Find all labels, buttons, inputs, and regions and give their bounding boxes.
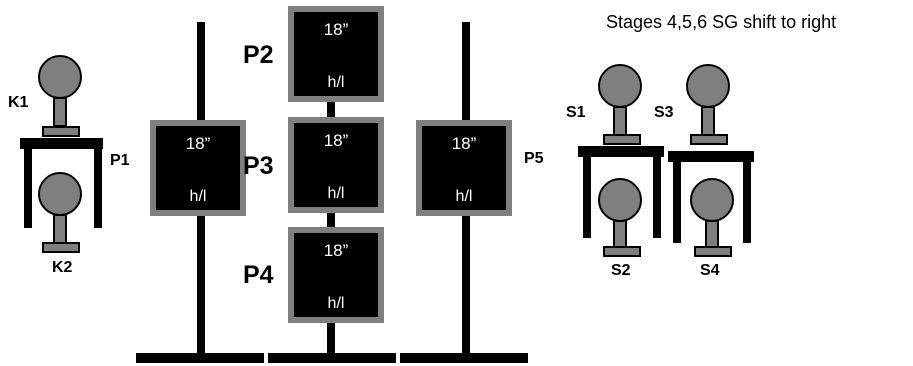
plate-marking-p4: h/l bbox=[327, 295, 345, 312]
plate-marking-p2: h/l bbox=[327, 74, 345, 91]
table-leg-k-left bbox=[24, 148, 32, 228]
table-top-k bbox=[20, 138, 103, 149]
popper-head-s1 bbox=[598, 64, 642, 108]
stand-base-p1 bbox=[136, 353, 264, 363]
plate-marking-p5: h/l bbox=[455, 188, 473, 205]
plate-p5: 18” h/l bbox=[416, 120, 512, 216]
popper-label-k1: K1 bbox=[8, 94, 29, 111]
popper-head-k1 bbox=[38, 55, 82, 99]
plate-marking-p1: h/l bbox=[189, 188, 207, 205]
table-leg-s12-right bbox=[653, 156, 661, 238]
popper-label-k2: K2 bbox=[52, 259, 73, 276]
popper-base-k1 bbox=[42, 126, 80, 137]
stage-note: Stages 4,5,6 SG shift to right bbox=[606, 12, 837, 32]
table-leg-s12-left bbox=[583, 156, 591, 238]
table-leg-k-right bbox=[94, 148, 102, 228]
plate-p3: 18” h/l bbox=[288, 117, 384, 213]
plate-size-p4: 18” bbox=[323, 241, 349, 260]
table-top-s12 bbox=[578, 146, 664, 157]
popper-head-s3 bbox=[686, 64, 730, 108]
plate-label-p2: P2 bbox=[243, 41, 274, 69]
popper-label-s3: S3 bbox=[654, 104, 674, 121]
plate-p4: 18” h/l bbox=[288, 227, 384, 323]
plate-size-p3: 18” bbox=[323, 131, 349, 150]
popper-head-s4 bbox=[690, 178, 734, 222]
popper-head-k2 bbox=[38, 172, 82, 216]
popper-label-s2: S2 bbox=[611, 262, 631, 279]
plate-label-p3: P3 bbox=[243, 152, 274, 180]
popper-neck-s1 bbox=[613, 106, 627, 136]
plate-p1: 18” h/l bbox=[150, 120, 246, 216]
stand-base-p5 bbox=[400, 353, 528, 363]
stand-pole-tree bbox=[327, 90, 335, 360]
plate-marking-p3: h/l bbox=[327, 185, 345, 202]
plate-size-p5: 18” bbox=[451, 134, 477, 153]
stand-base-tree bbox=[268, 353, 396, 363]
table-leg-s34-right bbox=[743, 161, 751, 243]
popper-neck-s3 bbox=[701, 106, 715, 136]
table-leg-s34-left bbox=[673, 161, 681, 243]
plate-label-p4: P4 bbox=[243, 261, 274, 289]
popper-neck-s2 bbox=[613, 220, 627, 248]
popper-neck-k2 bbox=[53, 214, 67, 244]
popper-neck-s4 bbox=[705, 220, 719, 248]
popper-neck-k1 bbox=[53, 97, 67, 127]
plate-label-p1: P1 bbox=[110, 152, 130, 169]
popper-head-s2 bbox=[598, 178, 642, 222]
popper-base-s3 bbox=[690, 134, 728, 145]
plate-size-p2: 18” bbox=[323, 20, 349, 39]
plate-p2: 18” h/l bbox=[288, 6, 384, 102]
popper-label-s4: S4 bbox=[700, 262, 720, 279]
table-top-s34 bbox=[668, 151, 754, 162]
plate-size-p1: 18” bbox=[185, 134, 211, 153]
popper-base-s4 bbox=[694, 246, 732, 257]
popper-label-s1: S1 bbox=[566, 104, 586, 121]
plate-label-p5: P5 bbox=[524, 150, 544, 167]
popper-base-k2 bbox=[42, 242, 80, 253]
popper-base-s2 bbox=[603, 246, 641, 257]
popper-base-s1 bbox=[603, 134, 641, 145]
